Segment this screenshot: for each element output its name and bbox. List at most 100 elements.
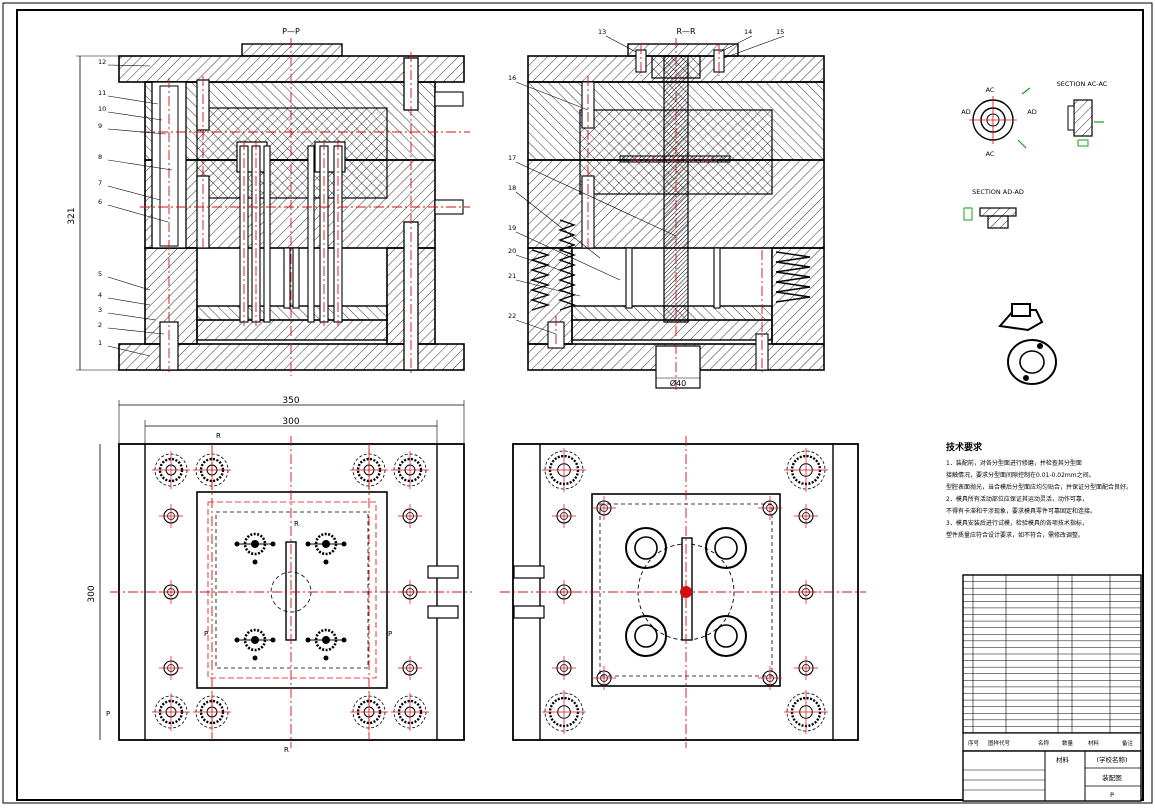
tech-note-line-1: 1．装配前，对各分型面进行修磨，并检查其分型面 [946, 459, 1082, 467]
screw-hole-right-3 [552, 656, 576, 680]
callout-right-20: 20 [508, 247, 516, 255]
section-pp-label: P—P [282, 27, 300, 36]
label-ad-right: AD [1027, 108, 1036, 116]
leader-right-19 [515, 231, 621, 281]
ejector-retainer-plate [196, 305, 388, 321]
ejector-retainer-plate-rr [571, 305, 773, 321]
leader-right-15 [723, 35, 785, 59]
locating-ring [241, 43, 343, 57]
part-isometric [998, 303, 1057, 385]
title-company: (学校名称) [1096, 755, 1127, 764]
callout-left-6: 6 [98, 198, 102, 206]
dim-321: 321 [67, 207, 77, 224]
callout-left-2: 2 [98, 321, 102, 329]
leader-right-18 [515, 191, 601, 259]
leader-right-21 [515, 279, 581, 297]
fitting-1 [427, 565, 459, 579]
callout-right-21: 21 [508, 272, 516, 280]
cavity-left-3 [234, 628, 276, 661]
title-material-label: 材料 [1056, 755, 1070, 764]
fitting-3 [513, 565, 545, 579]
label-ad-left: AD [961, 108, 970, 116]
mark-p-left: P [204, 630, 208, 638]
bom-header-no: 序号 [968, 739, 980, 747]
ejector-plate-rr [571, 319, 773, 341]
detail-section-ad: SECTION AD-AD [963, 188, 1024, 229]
mark-r-mid: R [294, 520, 299, 528]
screw-hole-right-2 [794, 504, 818, 528]
callout-left-8: 8 [98, 153, 102, 161]
screw-hole-right-4 [794, 656, 818, 680]
bom-header-material: 材料 [1088, 739, 1100, 747]
plan-view-fixed-half: 350 300 300 R R R P P P [87, 396, 472, 754]
dim-300-horizontal: 300 [282, 417, 299, 427]
screw-hole-left-2 [398, 504, 422, 528]
title-block: 序号 图样代号 名称 数量 材料 备注 材料 (学校名称) 装配图 P [962, 732, 1142, 802]
guide-hole-right-4 [784, 690, 828, 734]
callout-left-10: 10 [98, 105, 106, 113]
guide-hole-right-1 [542, 448, 586, 492]
leader-left-7 [107, 185, 161, 201]
leader-left-4 [107, 297, 151, 306]
screw-hole-left-3 [159, 656, 183, 680]
guide-hole-left-4 [391, 693, 429, 731]
callout-left-3: 3 [98, 306, 102, 314]
callout-right-14: 14 [744, 28, 752, 36]
callout-right-15: 15 [776, 28, 784, 36]
fitting-4 [513, 605, 545, 619]
bom-header-qty: 数量 [1062, 739, 1074, 747]
cavity-insert-hidden [207, 501, 377, 679]
mark-p-right: P [388, 630, 392, 638]
technical-requirements: 技术要求 1．装配前，对各分型面进行修磨，并检查其分型面 接触情况，要求分型面间… [946, 441, 1132, 539]
callout-left-4: 4 [98, 291, 102, 299]
centerlines-pp [140, 38, 470, 376]
ejector-bore [655, 345, 701, 389]
callout-right-18: 18 [508, 184, 516, 192]
detail-view-ac: AC AC AD AD [961, 86, 1036, 158]
screw-hole-right-9 [592, 666, 616, 690]
callout-right-13: 13 [598, 28, 606, 36]
dim-40: Ø40 [670, 378, 686, 388]
leader-left-6 [107, 204, 169, 223]
leader-left-10 [107, 111, 163, 121]
core-right-4 [705, 615, 747, 657]
screw-hole-left-4 [398, 656, 422, 680]
core-insert [196, 159, 388, 199]
cavity-left-2 [305, 532, 347, 565]
cavities-left [234, 532, 347, 661]
tech-note-line-7: 塑件质量应符合设计要求，如不符合，需修改调整。 [946, 531, 1084, 539]
title-drawing-name: 装配图 [1102, 773, 1122, 782]
mark-p-corner: P [106, 710, 110, 718]
callout-right-19: 19 [508, 224, 516, 232]
dim-350: 350 [282, 396, 299, 406]
leader-left-12 [107, 64, 151, 67]
tech-note-line-6: 3．模具安装后进行试模，检验模具的各项技术指标， [946, 519, 1088, 527]
leader-left-3 [107, 312, 157, 321]
callout-left-9: 9 [98, 122, 102, 130]
ejector-plate [196, 319, 388, 341]
bill-of-materials [962, 574, 1142, 734]
callout-left-7: 7 [98, 179, 102, 187]
section-ac-label: SECTION AC-AC [1057, 80, 1108, 88]
screw-hole-right-1 [552, 504, 576, 528]
leader-left-8 [107, 159, 173, 171]
tech-note-line-2: 接触情况，要求分型面间隙控制在0.01-0.02mm之间。 [946, 471, 1095, 479]
guide-hole-left-2 [391, 451, 429, 489]
centerlines-plan-right [500, 436, 866, 748]
callout-left-1: 1 [98, 339, 102, 347]
screw-hole-right-7 [592, 496, 616, 520]
screw-hole-right-10 [758, 666, 782, 690]
callout-left-12: 12 [98, 58, 106, 66]
leader-left-9 [107, 128, 167, 135]
mark-r-bottom: R [284, 746, 289, 754]
mark-r-top: R [216, 432, 221, 440]
centerlines-rr [555, 38, 763, 392]
tech-note-line-5: 不得有卡滞和干涉现象，要求模具零件可靠固定和连接。 [946, 507, 1096, 515]
section-view-rr: R—R Ø40 [527, 27, 825, 392]
runner [619, 155, 731, 163]
leader-right-20 [515, 254, 561, 271]
